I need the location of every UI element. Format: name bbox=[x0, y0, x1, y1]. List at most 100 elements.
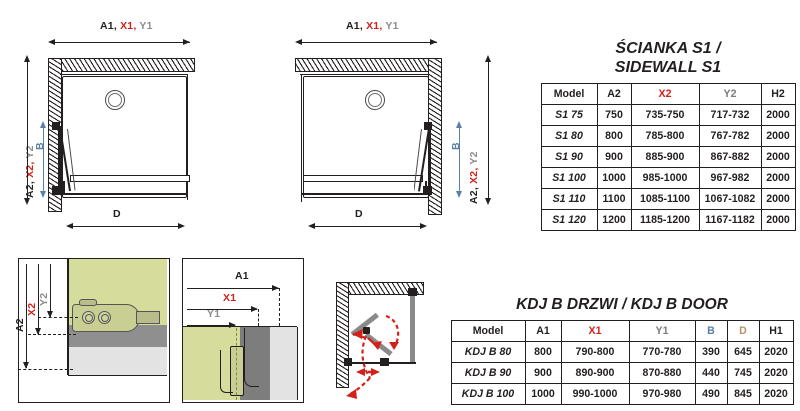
arrow-line-diag bbox=[367, 337, 380, 349]
cell-value: 440 bbox=[694, 361, 728, 384]
dim-label-b: B bbox=[34, 142, 46, 150]
arrow-up-b bbox=[39, 121, 46, 128]
dim-label-top-right: A1, X1, Y1 bbox=[346, 20, 399, 32]
dim-line-y2-detail bbox=[50, 264, 51, 317]
column-header-model: Model bbox=[540, 83, 598, 106]
hinge-bottom-block-r bbox=[423, 186, 432, 195]
swing-fixed-panel bbox=[410, 291, 415, 364]
swing-bottom-bracket-left bbox=[344, 358, 352, 366]
cell-value: 2020 bbox=[758, 340, 794, 363]
dim-label-top-left: A1, X1, Y1 bbox=[100, 20, 153, 32]
cell-model: S1 110 bbox=[540, 188, 598, 211]
arrow-right-d-r bbox=[420, 222, 427, 229]
cell-value: 990-1000 bbox=[560, 382, 630, 405]
cell-value: 2000 bbox=[760, 188, 796, 211]
drawing-swing-detail bbox=[322, 258, 452, 406]
cell-value: 2000 bbox=[760, 167, 796, 190]
cell-value: 1185-1200 bbox=[630, 209, 700, 232]
hinge-screw-2-inner bbox=[100, 313, 109, 322]
column-header-h1: H1 bbox=[758, 319, 794, 342]
enclosure-right-edge bbox=[187, 74, 188, 200]
cell-value: 1067-1082 bbox=[698, 188, 762, 211]
column-header-h2: H2 bbox=[760, 83, 796, 106]
arrowhead-bottom bbox=[346, 389, 357, 399]
drawing-plan-right: A1, X1, Y1 B A2, X2, Y2 bbox=[272, 0, 502, 248]
cell-value: 2000 bbox=[760, 125, 796, 148]
arrow-down-b-r bbox=[455, 191, 462, 198]
arc-lower bbox=[361, 335, 371, 379]
enclosure-left-edge-r bbox=[301, 74, 302, 202]
column-header-y1: Y1 bbox=[628, 319, 696, 342]
drawing-profile-detail: A1 X1 Y1 bbox=[182, 258, 317, 406]
title-line-1-door: KDJ B DRZWI / KDJ B DOOR bbox=[516, 296, 728, 313]
cell-value: 900 bbox=[596, 146, 632, 169]
dim-line-d bbox=[70, 226, 182, 227]
cell-value: 800 bbox=[596, 125, 632, 148]
cell-value: 1000 bbox=[524, 382, 562, 405]
cell-value: 900 bbox=[524, 361, 562, 384]
arrow-down-b bbox=[39, 191, 46, 198]
column-header-y2: Y2 bbox=[698, 83, 762, 106]
cell-value: 2020 bbox=[758, 382, 794, 405]
cell-value: 867-882 bbox=[698, 146, 762, 169]
frame-bottom-r bbox=[302, 193, 427, 195]
hinged-door-leaf bbox=[55, 126, 77, 198]
swing-bottom-bracket-mid bbox=[380, 358, 389, 366]
dim-label-x1-detail: X1 bbox=[223, 292, 237, 304]
cell-value: 645 bbox=[726, 340, 760, 363]
wall-top bbox=[48, 58, 195, 72]
arrow-line-upper-left bbox=[352, 332, 367, 340]
dim-label-y1-detail: Y1 bbox=[207, 308, 221, 320]
hinge-bottom-block bbox=[52, 186, 61, 195]
column-header-x2: X2 bbox=[630, 83, 700, 106]
cell-value: 970-980 bbox=[628, 382, 696, 405]
cell-value: 1100 bbox=[596, 188, 632, 211]
dim-label-x2-detail: X2 bbox=[26, 302, 38, 316]
swing-top-bracket bbox=[408, 288, 417, 296]
frame-bottom bbox=[63, 193, 188, 195]
dim-label-a1-detail: A1 bbox=[235, 270, 249, 282]
base-line bbox=[68, 375, 167, 377]
cell-value: 967-982 bbox=[698, 167, 762, 190]
dim-line-d-r bbox=[312, 226, 424, 227]
cell-value: 1085-1100 bbox=[630, 188, 700, 211]
arrow-right-top-r bbox=[430, 38, 437, 45]
cell-model: KDJ B 90 bbox=[450, 361, 526, 384]
cell-value: 845 bbox=[726, 382, 760, 405]
cell-value: 735-750 bbox=[630, 104, 700, 127]
cell-model: KDJ B 80 bbox=[450, 340, 526, 363]
cell-value: 390 bbox=[694, 340, 728, 363]
cell-value: 785-800 bbox=[630, 125, 700, 148]
cell-model: S1 75 bbox=[540, 104, 598, 127]
leader-a2 bbox=[18, 369, 73, 370]
cell-value: 745 bbox=[726, 361, 760, 384]
cell-value: 750 bbox=[596, 104, 632, 127]
leader-x2 bbox=[28, 334, 76, 335]
glass-bar bbox=[70, 175, 190, 182]
cell-value: 2000 bbox=[760, 146, 796, 169]
dim-line-top-r bbox=[297, 42, 437, 43]
arrowhead-arc-right bbox=[389, 342, 399, 350]
seal-center-dash bbox=[236, 328, 237, 400]
title-line-1: ŚCIANKA S1 / bbox=[615, 40, 721, 57]
cell-model: S1 120 bbox=[540, 209, 598, 232]
cell-value: 985-1000 bbox=[630, 167, 700, 190]
cell-value: 890-900 bbox=[560, 361, 630, 384]
cell-value: 770-780 bbox=[628, 340, 696, 363]
arrow-up-a2 bbox=[23, 55, 30, 62]
dim-label-d: D bbox=[113, 208, 121, 220]
drawing-hinge-detail: A2 X2 Y2 bbox=[8, 258, 173, 406]
column-header-model: Model bbox=[450, 319, 526, 342]
cell-model: S1 90 bbox=[540, 146, 598, 169]
door-apex-joint bbox=[363, 327, 370, 334]
table-title-door: KDJ B DRZWI / KDJ B DOOR bbox=[448, 296, 796, 314]
arrow-up-a2-r bbox=[484, 55, 491, 62]
